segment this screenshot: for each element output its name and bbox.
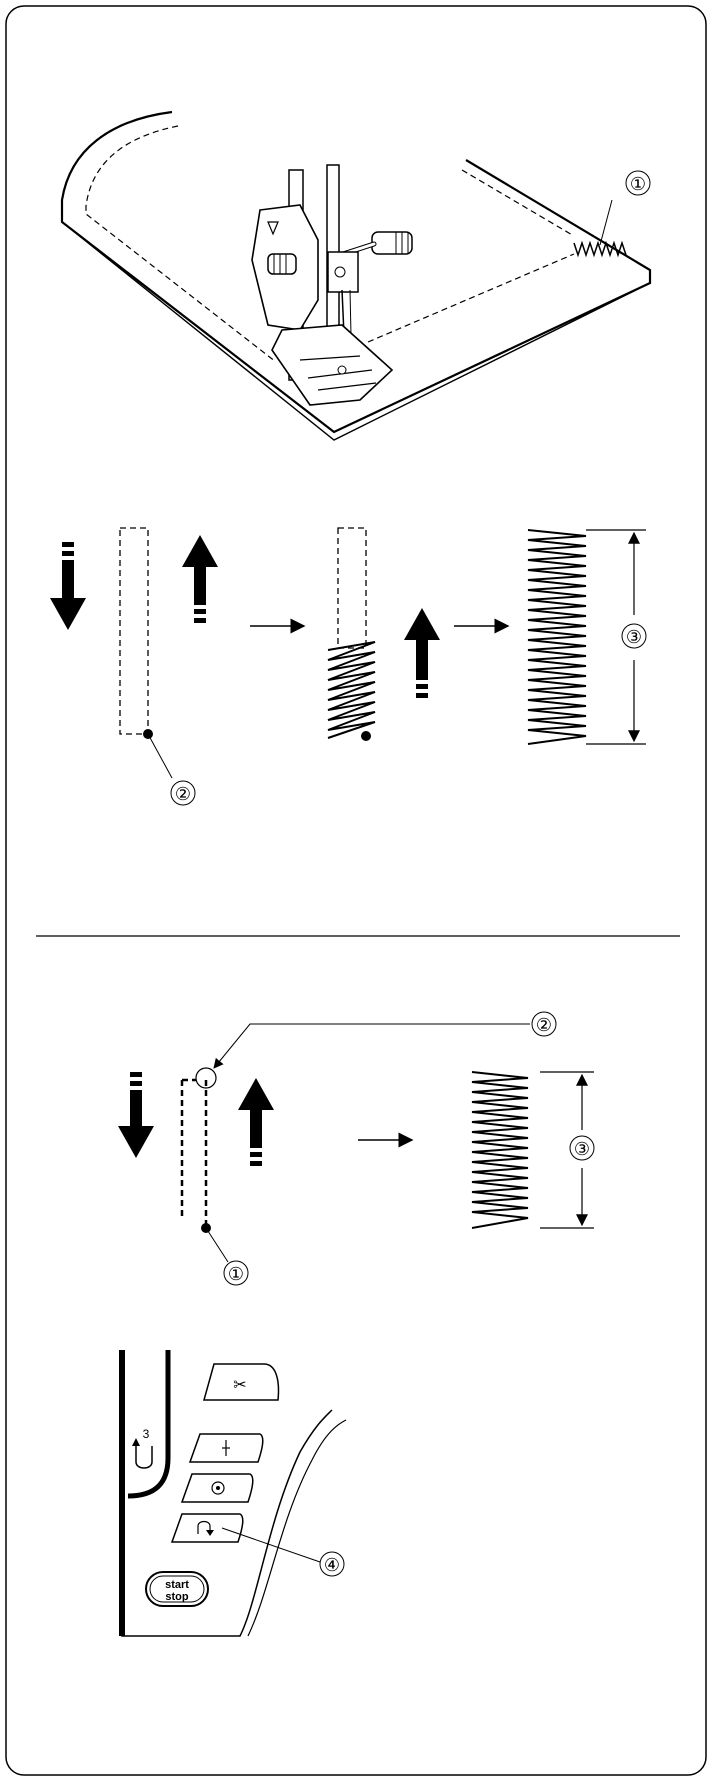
start-label: start (165, 1579, 189, 1591)
reverse-stitch-icon (197, 1520, 214, 1536)
reverse-count-icon: 3 (132, 1427, 153, 1469)
thread-cutter-button[interactable] (203, 1363, 280, 1401)
stop-label: stop (165, 1591, 189, 1603)
callout-2-low (531, 1011, 557, 1037)
callout-2-low-text: ② (536, 1015, 552, 1035)
end-point-marker (195, 1067, 217, 1089)
sequence-figure-2: ② ① ③ (118, 1011, 595, 1286)
callout-4-text: ④ (324, 1555, 340, 1575)
callout-1-low-text: ① (228, 1264, 244, 1284)
svg-text:3: 3 (143, 1427, 150, 1441)
down-arrow-icon-3 (118, 1072, 154, 1158)
callout-4 (319, 1551, 345, 1577)
callout-1-low (223, 1260, 249, 1286)
bartack-stitch (573, 240, 627, 258)
up-arrow-icon-2 (404, 608, 440, 698)
down-arrow-icon (50, 542, 86, 630)
sequence-figure-1: ② ③ (50, 527, 647, 806)
up-arrow-icon-3 (238, 1078, 274, 1166)
fabric-outline (60, 110, 652, 434)
callout-1 (625, 170, 651, 196)
buttonhole-outline (119, 527, 149, 735)
callout-1-leader (599, 199, 613, 246)
up-arrow-icon (182, 535, 218, 623)
start-stop-button[interactable] (145, 1571, 209, 1607)
callout-3-text: ③ (626, 627, 642, 647)
callout-2 (170, 780, 196, 806)
seam-line (85, 125, 277, 363)
callout-3 (621, 623, 647, 649)
callout-4-leader (221, 1527, 321, 1563)
callout-2-text: ② (175, 784, 191, 804)
presser-foot-sole (271, 324, 394, 406)
full-bartack-2 (471, 1071, 529, 1229)
scissors-icon: ✂ (233, 1375, 246, 1394)
reverse-stitch-button[interactable] (170, 1513, 244, 1543)
page-border (5, 5, 707, 1776)
partial-bartack (327, 641, 376, 739)
full-bartack (527, 529, 587, 745)
screw-knob-icon (267, 253, 297, 275)
callout-3-low-text: ③ (574, 1139, 590, 1159)
callout-3-low (569, 1135, 595, 1161)
needle-up-down-icon (222, 1440, 230, 1456)
callout-1-text: ① (630, 174, 646, 194)
control-panel-figure: 3 ✂ ④ start stop (119, 1350, 347, 1637)
fabric-figure: ① (60, 110, 652, 441)
panel-frame (121, 1350, 333, 1637)
